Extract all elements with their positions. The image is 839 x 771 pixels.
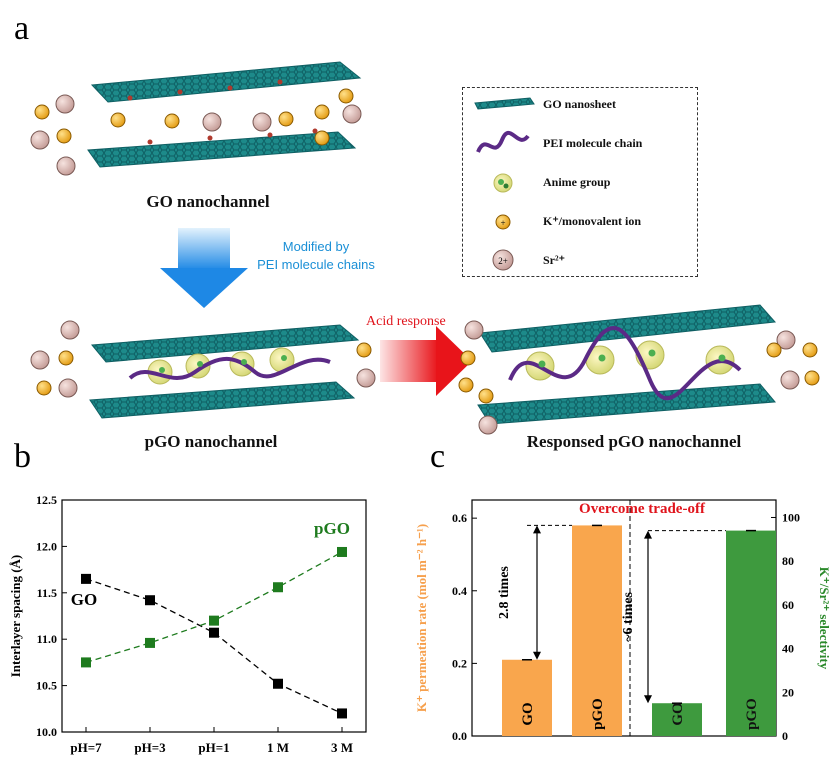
bar-permeation-GO [502, 659, 552, 736]
permeation-selectivity-chart: 0.0 0.2 0.4 0.6 0 20 40 60 80 100 K⁺ permeation ra… [414, 499, 832, 743]
y-tick-label: 12.5 [36, 493, 57, 507]
right-y-tick-label: 60 [782, 598, 794, 612]
left-y-tick-label: 0.0 [452, 729, 467, 743]
data-point-pGO [81, 657, 91, 668]
pgo-nanochannel-graphic [89, 324, 360, 419]
sr-ion-icon: 2+ [492, 249, 514, 271]
panel-a-letter: a [14, 10, 30, 47]
legend-label-k-ion: K⁺/monovalent ion [543, 214, 642, 228]
bar-label-GO: GO [670, 702, 686, 725]
right-y-tick-label: 40 [782, 642, 794, 656]
right-y-axis-label: K⁺/Sr²⁺ selectivity [817, 567, 832, 670]
fold-arrow-selectivity-head-bottom [644, 695, 652, 704]
y-tick-label: 11.5 [37, 586, 57, 600]
bar-selectivity-GO [652, 703, 702, 736]
y-tick-label: 10.0 [36, 725, 57, 739]
annotation-selectivity: ~6 times [621, 592, 636, 642]
x-tick-label: 1 M [267, 740, 289, 755]
ions-go [30, 88, 362, 176]
right-y-tick-label: 100 [782, 510, 800, 524]
data-point-GO [209, 627, 219, 638]
y-tick-label: 11.0 [37, 632, 57, 646]
legend-label-sr-ion: Sr²⁺ [543, 253, 565, 267]
k-ion-icon: + [495, 214, 511, 230]
pei-chain-icon [476, 131, 530, 153]
data-point-pGO [273, 582, 283, 593]
y-tick-label: 12.0 [36, 539, 57, 553]
modified-arrow [160, 228, 248, 308]
svg-text:+: + [500, 218, 505, 228]
fold-arrow-permeation-head-top [533, 525, 541, 534]
legend-label-pei-chain: PEI molecule chain [543, 136, 643, 150]
right-y-tick-label: 20 [782, 685, 794, 699]
series-line-GO [85, 578, 343, 715]
svg-text:2+: 2+ [498, 256, 508, 266]
left-y-tick-label: 0.4 [452, 584, 467, 598]
bar-permeation-pGO [572, 525, 622, 736]
bar-label-pGO: pGO [744, 698, 760, 730]
ions-pgo [30, 320, 376, 398]
left-y-tick-label: 0.2 [452, 656, 467, 670]
legend-label-amine-group: Anime group [543, 175, 611, 189]
acid-response-label: Acid response [366, 314, 446, 329]
responsed-pgo-caption: Responsed pGO nanochannel [526, 432, 742, 451]
series-label-GO: GO [71, 590, 97, 609]
legend-icons: + 2+ [474, 97, 535, 271]
x-tick-label: pH=3 [134, 740, 166, 755]
data-point-GO [273, 678, 283, 689]
chart-title: Overcome trade-off [579, 501, 706, 517]
panel-b-letter: b [14, 438, 31, 475]
fold-arrow-permeation-head-bottom [533, 651, 541, 660]
bar-label-GO: GO [520, 702, 536, 725]
acid-response-arrow [380, 326, 472, 396]
left-y-tick-label: 0.6 [452, 511, 467, 525]
panel-a-illustration: + 2+ [30, 61, 820, 435]
amine-group-icon [493, 173, 513, 193]
data-point-GO [81, 573, 91, 584]
go-nanosheet-icon [474, 97, 535, 110]
responsed-pgo-graphic [477, 304, 777, 425]
series-line-pGO [85, 551, 343, 664]
left-y-axis-label: K⁺ permeation rate (mol m⁻² h⁻¹) [414, 524, 429, 712]
x-tick-label: pH=7 [70, 740, 102, 755]
ions-responsed [458, 320, 820, 435]
data-point-pGO [145, 637, 155, 648]
bar-label-pGO: pGO [590, 698, 606, 730]
data-point-GO [337, 708, 347, 719]
modified-label-line2: PEI molecule chains [257, 257, 375, 272]
right-y-tick-label: 80 [782, 554, 794, 568]
x-tick-label: pH=1 [198, 740, 229, 755]
bar-selectivity-pGO [726, 530, 776, 736]
modified-label-line1: Modified by [282, 239, 350, 254]
data-point-pGO [337, 546, 347, 557]
series-label-pGO: pGO [314, 519, 350, 538]
annotation-permeation: 2.8 times [497, 566, 512, 619]
y-tick-label: 10.5 [36, 679, 57, 693]
go-nanochannel-caption: GO nanochannel [146, 192, 270, 211]
y-axis-label: Interlayer spacing (Å) [8, 555, 23, 678]
panel-c-letter: c [430, 438, 446, 475]
pgo-nanochannel-caption: pGO nanochannel [144, 432, 278, 451]
x-tick-label: 3 M [331, 740, 353, 755]
fold-arrow-selectivity-head-top [644, 530, 652, 539]
go-nanochannel-graphic [87, 61, 362, 168]
data-point-pGO [209, 615, 219, 626]
right-y-tick-label: 0 [782, 729, 788, 743]
legend: GO nanosheet PEI molecule chain Anime gr… [462, 87, 698, 277]
interlayer-spacing-chart: 10.0 10.5 11.0 11.5 12.0 12.5 pH=7 pH=3 pH=1 1 M 3… [8, 493, 367, 755]
data-point-GO [145, 595, 155, 606]
legend-label-go-nanosheet: GO nanosheet [543, 97, 617, 111]
